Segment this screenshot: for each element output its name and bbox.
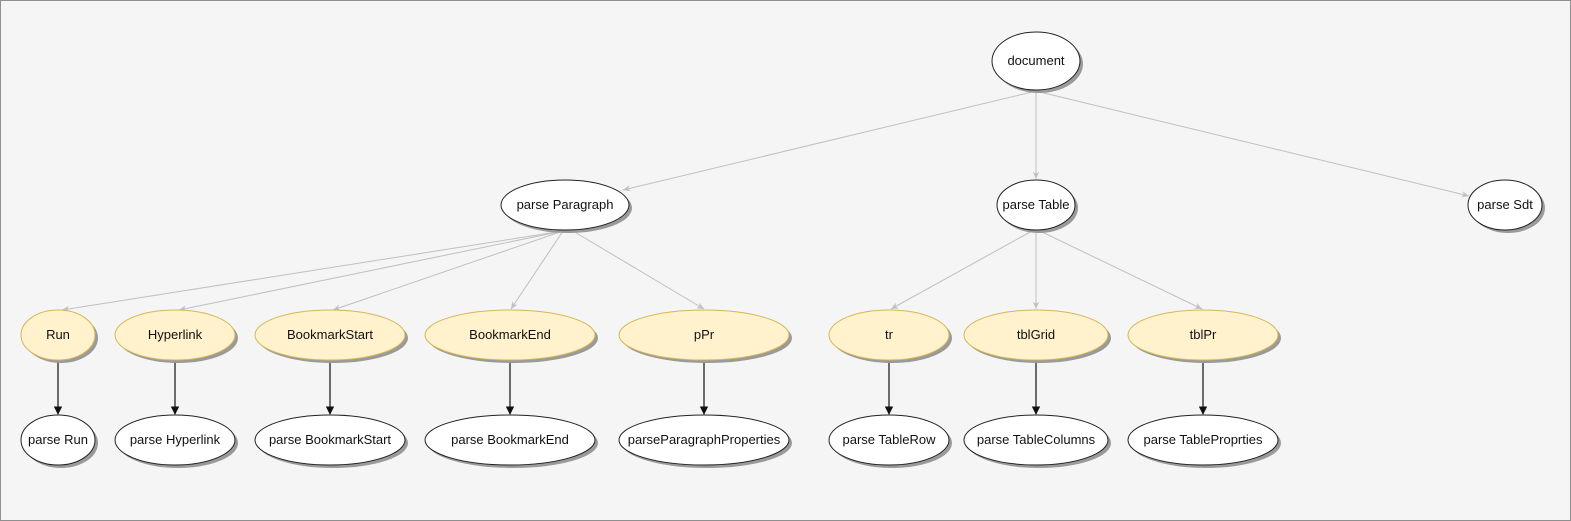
node-document[interactable]: document [991, 31, 1083, 93]
node-parse-hyperlink[interactable]: parse Hyperlink [114, 414, 238, 468]
node-hyperlink[interactable]: Hyperlink [114, 309, 238, 363]
node-tr-label: tr [885, 327, 894, 342]
node-parse-sdt[interactable]: parse Sdt [1467, 179, 1545, 233]
edges-parse-paragraph [61, 230, 705, 313]
node-parse-paragraph[interactable]: parse Paragraph [500, 179, 632, 233]
edge-document-to-parse-sdt [1039, 91, 1470, 198]
node-parse-table-row[interactable]: parse TableRow [828, 414, 952, 468]
node-parse-bookmark-end[interactable]: parse BookmarkEnd [424, 414, 598, 468]
node-tblpr-label: tblPr [1190, 327, 1217, 342]
edges-document [622, 91, 1470, 198]
node-tblgrid-label: tblGrid [1017, 327, 1055, 342]
edge-paragraph-to-ppr [572, 230, 705, 310]
node-document-label: document [1007, 53, 1064, 68]
edge-paragraph-to-bookmark-start [332, 230, 564, 311]
node-parse-bookmark-start-label: parse BookmarkStart [269, 432, 391, 447]
node-hyperlink-label: Hyperlink [148, 327, 203, 342]
node-parse-paragraph-properties-label: parseParagraphProperties [628, 432, 781, 447]
node-parse-bookmark-start[interactable]: parse BookmarkStart [254, 414, 408, 468]
node-bookmark-end[interactable]: BookmarkEnd [424, 309, 598, 363]
edge-table-to-tblpr [1039, 230, 1203, 310]
node-parse-bookmark-end-label: parse BookmarkEnd [451, 432, 569, 447]
node-parse-sdt-label: parse Sdt [1477, 197, 1533, 212]
node-parse-table[interactable]: parse Table [996, 179, 1078, 233]
node-tr[interactable]: tr [828, 309, 952, 363]
node-parse-paragraph-label: parse Paragraph [517, 197, 614, 212]
edge-paragraph-to-bookmark-end [510, 230, 564, 310]
edge-paragraph-to-hyperlink [178, 230, 564, 312]
edge-paragraph-to-run [61, 230, 564, 313]
node-run-label: Run [46, 327, 70, 342]
node-parse-run[interactable]: parse Run [20, 414, 98, 468]
node-parse-run-label: parse Run [28, 432, 88, 447]
node-bookmark-start-label: BookmarkStart [287, 327, 373, 342]
node-parse-paragraph-properties[interactable]: parseParagraphProperties [618, 414, 792, 468]
node-parse-table-label: parse Table [1003, 197, 1070, 212]
node-parse-table-columns-label: parse TableColumns [977, 432, 1096, 447]
node-parse-table-properties-label: parse TableProprties [1144, 432, 1263, 447]
node-parse-table-row-label: parse TableRow [843, 432, 937, 447]
edges-parse-table [890, 230, 1203, 310]
edge-document-to-parse-paragraph [622, 91, 1033, 192]
node-tblpr[interactable]: tblPr [1127, 309, 1281, 363]
node-bookmark-start[interactable]: BookmarkStart [254, 309, 408, 363]
node-tblgrid[interactable]: tblGrid [963, 309, 1111, 363]
node-parse-hyperlink-label: parse Hyperlink [130, 432, 221, 447]
edge-table-to-tr [890, 230, 1033, 310]
node-bookmark-end-label: BookmarkEnd [469, 327, 551, 342]
node-ppr[interactable]: pPr [618, 309, 792, 363]
node-parse-table-columns[interactable]: parse TableColumns [963, 414, 1111, 468]
node-parse-table-properties[interactable]: parse TableProprties [1127, 414, 1281, 468]
edges-tag-to-parser [53, 360, 1208, 415]
node-run[interactable]: Run [20, 309, 98, 363]
node-ppr-label: pPr [694, 327, 715, 342]
